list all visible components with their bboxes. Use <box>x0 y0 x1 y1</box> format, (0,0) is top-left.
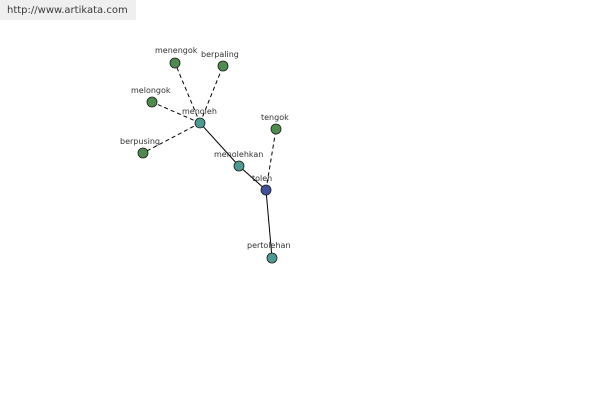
edge-menoleh-berpusing <box>142 122 201 154</box>
node-pertolehan[interactable]: pertolehan <box>247 241 291 264</box>
node-circle-menolehkan[interactable] <box>233 160 245 172</box>
edge-toleh-pertolehan <box>265 189 273 259</box>
node-circle-berpusing[interactable] <box>137 147 149 159</box>
node-label-melongok: melongok <box>131 86 171 95</box>
node-label-tengok: tengok <box>261 113 289 122</box>
node-menolehkan[interactable]: menolehkan <box>214 150 263 172</box>
edge-menoleh-menolehkan <box>199 122 240 167</box>
edge-menoleh-melongok <box>151 101 201 124</box>
node-circle-pertolehan[interactable] <box>266 252 278 264</box>
node-label-toleh: toleh <box>252 174 272 183</box>
node-circle-berpaling[interactable] <box>217 60 229 72</box>
edge-menolehkan-toleh <box>238 165 267 191</box>
node-tengok[interactable]: tengok <box>261 113 289 135</box>
node-berpusing[interactable]: berpusing <box>120 137 160 159</box>
node-berpaling[interactable]: berpaling <box>201 50 239 72</box>
node-label-berpusing: berpusing <box>120 137 160 146</box>
node-toleh[interactable]: toleh <box>252 174 272 196</box>
edge-menoleh-berpaling <box>199 65 224 124</box>
node-label-pertolehan: pertolehan <box>247 241 291 250</box>
node-circle-tengok[interactable] <box>270 123 282 135</box>
edge-menoleh-menengok <box>174 62 201 124</box>
node-menengok[interactable]: menengok <box>155 46 198 69</box>
source-url-link[interactable]: http://www.artikata.com <box>0 0 136 20</box>
edge-toleh-tengok <box>265 128 277 191</box>
node-circle-menoleh[interactable] <box>194 117 206 129</box>
node-circle-menengok[interactable] <box>169 57 181 69</box>
node-circle-melongok[interactable] <box>146 96 158 108</box>
edges-layer <box>142 62 277 259</box>
node-label-menengok: menengok <box>155 46 198 55</box>
node-label-menolehkan: menolehkan <box>214 150 263 159</box>
node-melongok[interactable]: melongok <box>131 86 171 108</box>
node-menoleh[interactable]: menoleh <box>182 107 217 129</box>
node-label-menoleh: menoleh <box>182 107 217 116</box>
node-circle-toleh[interactable] <box>260 184 272 196</box>
node-label-berpaling: berpaling <box>201 50 239 59</box>
